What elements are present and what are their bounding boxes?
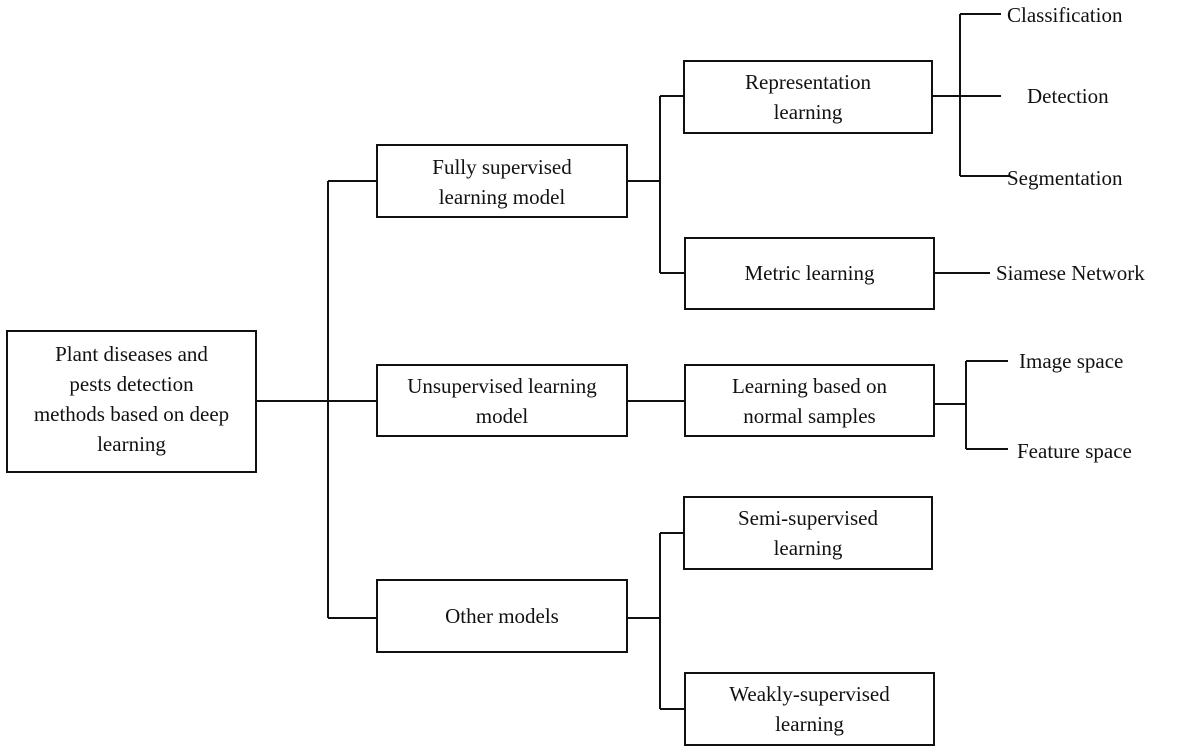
node-semi-supervised: Semi-supervised learning xyxy=(683,496,933,570)
leaf-feature-space: Feature space xyxy=(1017,439,1132,463)
node-other-models: Other models xyxy=(376,579,628,653)
leaf-siamese-network: Siamese Network xyxy=(996,261,1145,285)
node-normal-line-2: normal samples xyxy=(743,404,875,428)
node-representation-line-2: learning xyxy=(774,100,843,124)
connector-root-trunk xyxy=(256,180,377,619)
node-weak-line-1: Weakly-supervised xyxy=(729,682,890,706)
node-fully-supervised-line-1: Fully supervised xyxy=(432,155,572,179)
root-node: Plant diseases and pests detection metho… xyxy=(6,330,257,473)
connector-fully-branch xyxy=(627,95,685,274)
connector-representation-branch xyxy=(932,13,1010,177)
node-representation-line-1: Representation xyxy=(745,70,871,94)
node-weakly-supervised: Weakly-supervised learning xyxy=(684,672,935,746)
node-unsupervised-line-1: Unsupervised learning xyxy=(407,374,597,398)
leaf-classification: Classification xyxy=(1007,3,1123,27)
connector-normal-branch xyxy=(934,360,1008,450)
leaf-labels: Classification Detection Segmentation Si… xyxy=(996,3,1145,463)
leaf-image-space: Image space xyxy=(1019,349,1123,373)
root-line-4: learning xyxy=(97,432,166,456)
root-line-3: methods based on deep xyxy=(34,402,229,426)
root-line-2: pests detection xyxy=(69,372,194,396)
node-metric-line-1: Metric learning xyxy=(744,261,875,285)
root-line-1: Plant diseases and xyxy=(55,342,208,366)
node-weak-line-2: learning xyxy=(775,712,844,736)
connectors xyxy=(256,13,1010,710)
leaf-segmentation: Segmentation xyxy=(1007,166,1123,190)
node-fully-supervised-line-2: learning model xyxy=(439,185,566,209)
leaf-detection: Detection xyxy=(1027,84,1109,108)
node-other-models-line-1: Other models xyxy=(445,604,559,628)
node-unsupervised-line-2: model xyxy=(476,404,529,428)
node-unsupervised: Unsupervised learning model xyxy=(376,364,628,437)
node-metric-learning: Metric learning xyxy=(684,237,935,310)
node-semi-line-2: learning xyxy=(774,536,843,560)
node-normal-samples: Learning based on normal samples xyxy=(684,364,935,437)
node-normal-line-1: Learning based on xyxy=(732,374,888,398)
connector-other-branch xyxy=(627,532,685,710)
node-semi-line-1: Semi-supervised xyxy=(738,506,878,530)
node-representation-learning: Representation learning xyxy=(683,60,933,134)
node-fully-supervised: Fully supervised learning model xyxy=(376,144,628,218)
